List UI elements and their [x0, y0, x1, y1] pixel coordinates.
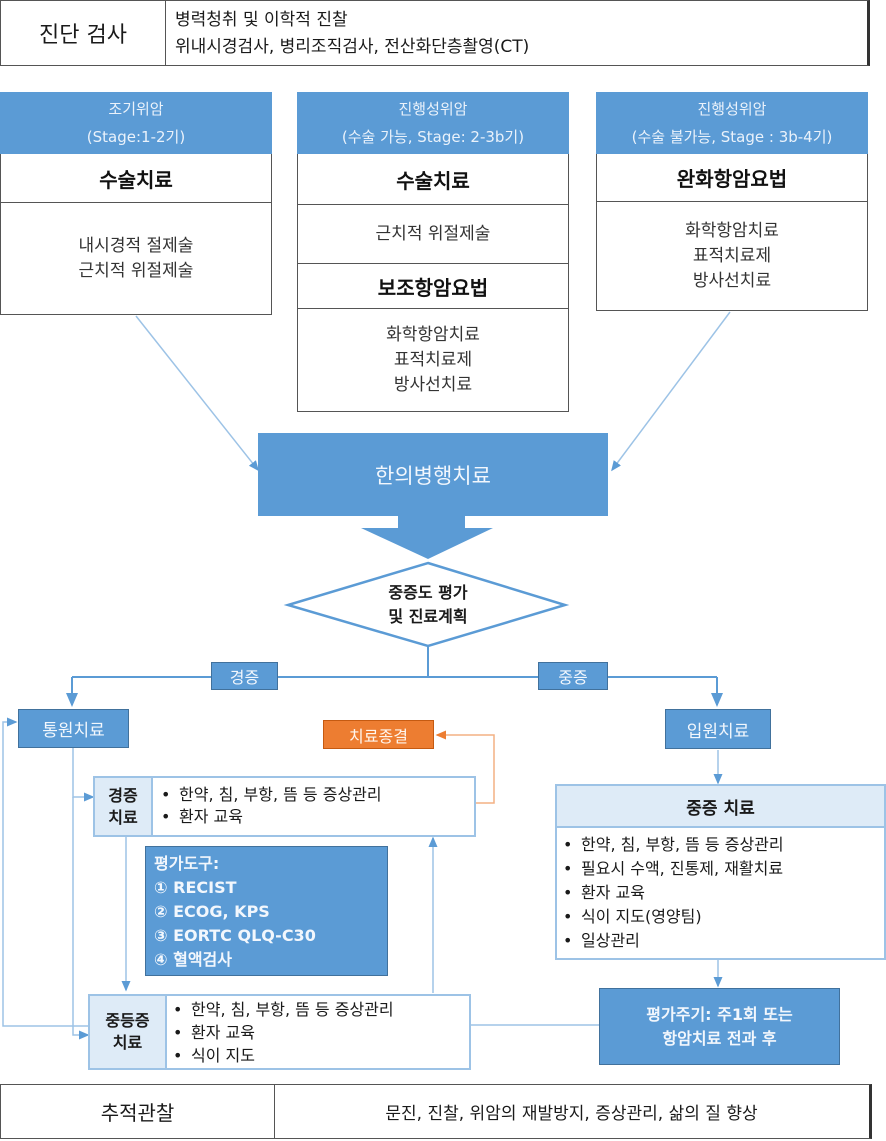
decision-line: 및 진료계획: [388, 607, 468, 626]
diagnosis-label: 진단 검사: [1, 1, 166, 65]
stage-item: 내시경적 절제술: [78, 235, 194, 256]
mild-treatment-list: 한약, 침, 부항, 뜸 등 증상관리 환자 교육: [153, 778, 382, 835]
list-item: 한약, 침, 부항, 뜸 등 증상관리: [169, 998, 394, 1021]
evaluation-cycle-box: 평가주기: 주1회 또는 항암치료 전과 후: [599, 988, 840, 1065]
stage-item: 화학항암치료: [685, 220, 779, 241]
end-treatment-box: 치료종결: [323, 720, 434, 749]
stage-name: 조기위암: [108, 100, 164, 118]
stage-item: 방사선치료: [393, 374, 473, 395]
stage-name: 진행성위암: [398, 100, 468, 118]
list-item: 일상관리: [559, 929, 884, 953]
stage-advanced-inoperable: 진행성위암 (수술 불가능, Stage : 3b-4기) 완화항암요법 화학항…: [596, 92, 868, 311]
big-down-arrow: [361, 515, 493, 559]
severe-treatment-list: 한약, 침, 부항, 뜸 등 증상관리 필요시 수액, 진통제, 재활치료 환자…: [557, 828, 884, 953]
stage-name: 진행성위암: [697, 100, 767, 118]
list-item: 환자 교육: [169, 1021, 394, 1044]
severe-treatment-box: 중증 치료 한약, 침, 부항, 뜸 등 증상관리 필요시 수액, 진통제, 재…: [555, 784, 886, 960]
stage-item: 화학항암치료: [386, 324, 480, 345]
stage-section-title: 수술치료: [1, 154, 271, 203]
diagnosis-table: 진단 검사 병력청취 및 이학적 진찰 위내시경검사, 병리조직검사, 전산화단…: [0, 0, 870, 66]
stage-header: 진행성위암 (수술 불가능, Stage : 3b-4기): [596, 92, 868, 154]
decision-label: 중증도 평가 및 진료계획: [330, 580, 526, 630]
moderate-treatment-label: 중등증 치료: [90, 996, 167, 1068]
stage-advanced-operable: 진행성위암 (수술 가능, Stage: 2-3b기) 수술치료 근치적 위절제…: [297, 92, 569, 412]
stage-header: 진행성위암 (수술 가능, Stage: 2-3b기): [297, 92, 569, 154]
branch-severe-label: 중증: [538, 662, 608, 690]
list-item: 한약, 침, 부항, 뜸 등 증상관리: [157, 784, 382, 806]
assessment-tool-item: ① RECIST: [154, 878, 237, 897]
assessment-tool-item: ③ EORTC QLQ-C30: [154, 926, 316, 945]
stage-section-body: 화학항암치료 표적치료제 방사선치료: [597, 202, 867, 310]
combined-treatment-box: 한의병행치료: [258, 433, 608, 516]
assessment-tools-title: 평가도구:: [154, 854, 220, 873]
assessment-tool-item: ② ECOG, KPS: [154, 902, 270, 921]
diagnosis-line: 병력청취 및 이학적 진찰: [175, 10, 348, 30]
assessment-tool-item: ④ 혈액검사: [154, 950, 232, 969]
stage-section-body: 내시경적 절제술 근치적 위절제술: [1, 203, 271, 314]
stage-range: (수술 불가능, Stage : 3b-4기): [631, 128, 833, 146]
list-item: 한약, 침, 부항, 뜸 등 증상관리: [559, 833, 884, 857]
stage-section-body: 근치적 위절제술: [298, 205, 568, 264]
stage-section-title: 보조항암요법: [298, 264, 568, 309]
list-item: 식이 지도: [169, 1044, 394, 1067]
stage-item: 표적치료제: [393, 349, 473, 370]
follow-up-label: 추적관찰: [1, 1085, 275, 1138]
list-item: 필요시 수액, 진통제, 재활치료: [559, 857, 884, 881]
stage-early: 조기위암 (Stage:1-2기) 수술치료 내시경적 절제술 근치적 위절제술: [0, 92, 272, 315]
evaluation-cycle-line: 항암치료 전과 후: [662, 1028, 777, 1048]
stage-range: (수술 가능, Stage: 2-3b기): [341, 128, 525, 146]
diagnosis-line: 위내시경검사, 병리조직검사, 전산화단층촬영(CT): [175, 37, 530, 57]
stage-range: (Stage:1-2기): [86, 128, 186, 146]
assessment-tools-box: 평가도구: ① RECIST ② ECOG, KPS ③ EORTC QLQ-C…: [145, 846, 388, 976]
inpatient-box: 입원치료: [665, 709, 771, 749]
stage-item: 근치적 위절제술: [375, 223, 491, 244]
outpatient-box: 통원치료: [18, 709, 129, 748]
mild-treatment-label: 경증 치료: [95, 778, 153, 835]
follow-up-table: 추적관찰 문진, 진찰, 위암의 재발방지, 증상관리, 삶의 질 향상: [0, 1084, 872, 1139]
label-line: 치료: [112, 1033, 143, 1052]
arrow-early-to-combined: [135, 315, 259, 472]
moderate-treatment-box: 중등증 치료 한약, 침, 부항, 뜸 등 증상관리 환자 교육 식이 지도: [88, 994, 471, 1070]
arrow-inoperable-to-combined: [611, 311, 731, 472]
stage-section-body: 화학항암치료 표적치료제 방사선치료: [298, 309, 568, 411]
list-item: 환자 교육: [157, 806, 382, 828]
label-line: 치료: [108, 807, 138, 827]
combined-treatment-label: 한의병행치료: [375, 463, 491, 488]
stage-section-title: 완화항암요법: [597, 154, 867, 202]
mild-treatment-box: 경증 치료 한약, 침, 부항, 뜸 등 증상관리 환자 교육: [93, 776, 476, 837]
evaluation-cycle-line: 평가주기: 주1회 또는: [646, 1004, 793, 1024]
stage-section-title: 수술치료: [298, 154, 568, 205]
branch-mild-label: 경증: [211, 662, 278, 690]
severe-treatment-title: 중증 치료: [557, 786, 884, 828]
label-line: 경증: [108, 785, 138, 805]
list-item: 식이 지도(영양팀): [559, 905, 884, 929]
moderate-treatment-list: 한약, 침, 부항, 뜸 등 증상관리 환자 교육 식이 지도: [167, 996, 394, 1068]
list-item: 환자 교육: [559, 881, 884, 905]
diagnosis-content: 병력청취 및 이학적 진찰 위내시경검사, 병리조직검사, 전산화단층촬영(CT…: [175, 7, 529, 61]
stage-item: 근치적 위절제술: [78, 260, 194, 281]
label-line: 중등증: [105, 1011, 150, 1030]
stage-item: 표적치료제: [692, 245, 772, 266]
decision-line: 중증도 평가: [388, 583, 468, 602]
stage-item: 방사선치료: [692, 270, 772, 291]
follow-up-text: 문진, 진찰, 위암의 재발방지, 증상관리, 삶의 질 향상: [385, 1104, 758, 1124]
stage-header: 조기위암 (Stage:1-2기): [0, 92, 272, 154]
